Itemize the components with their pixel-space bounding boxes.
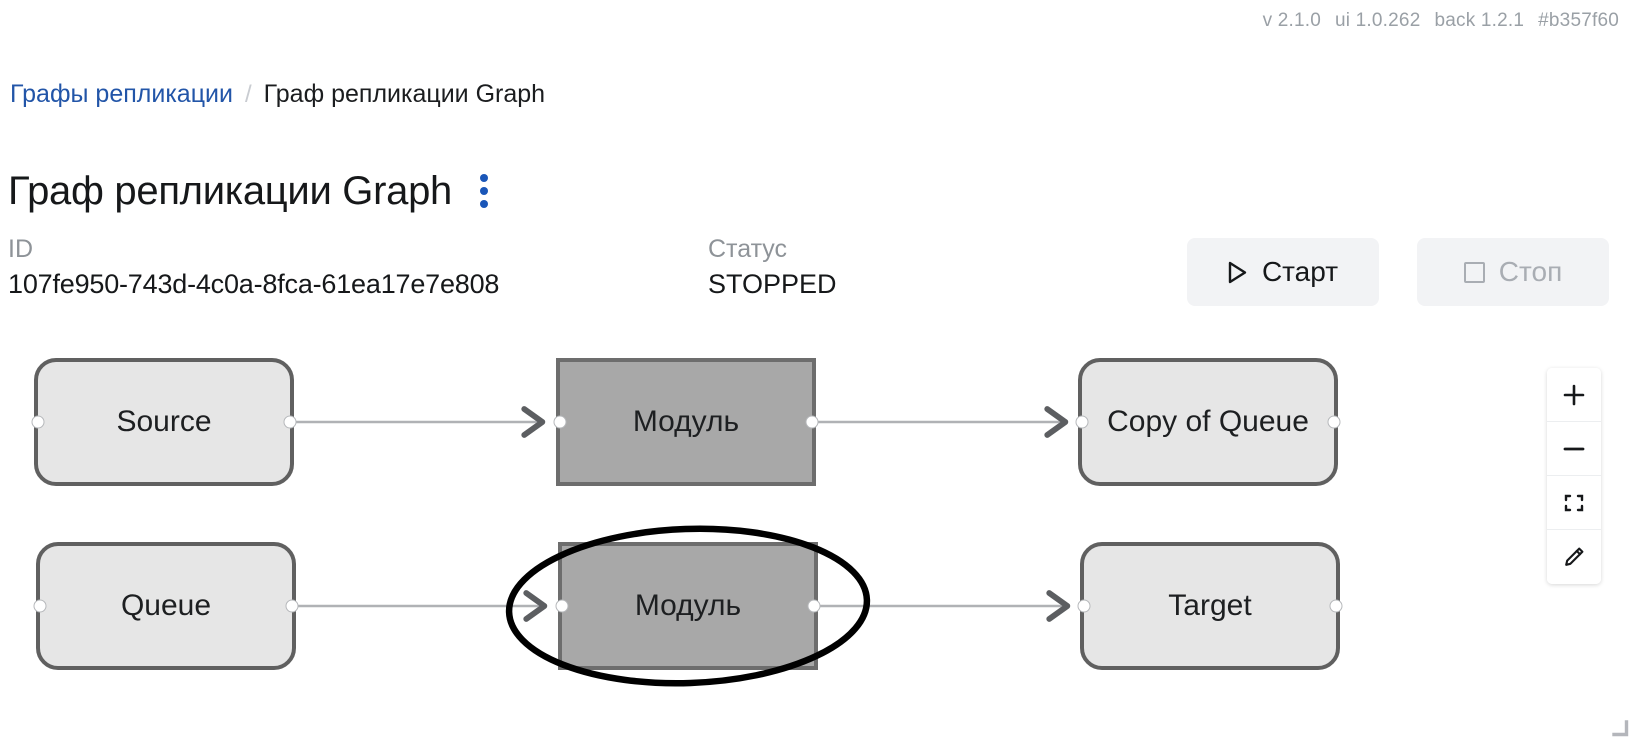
minus-icon [1562, 437, 1586, 461]
graph-canvas[interactable]: Source Модуль Copy of Queue Queue Модуль… [0, 330, 1637, 743]
kebab-menu-icon[interactable] [474, 170, 494, 212]
play-icon [1228, 261, 1248, 284]
graph-node-label: Модуль [632, 405, 740, 438]
stop-square-icon [1463, 261, 1485, 283]
back-version: back 1.2.1 [1434, 10, 1525, 31]
app-version: v 2.1.0 [1262, 10, 1321, 31]
edit-lock-button[interactable] [1547, 530, 1601, 584]
graph-node-module-bottom[interactable]: Модуль [555, 542, 821, 670]
node-handle-left[interactable] [1077, 599, 1091, 613]
kebab-dot [479, 200, 488, 209]
kebab-dot [479, 174, 488, 183]
status-label: Статус [708, 235, 788, 263]
node-handle-right[interactable] [285, 599, 299, 613]
breadcrumb-link-replication-graphs[interactable]: Графы репликации [10, 80, 233, 108]
graph-node-label: Source [116, 405, 212, 438]
node-handle-left[interactable] [553, 415, 567, 429]
graph-node-copy-of-queue[interactable]: Copy of Queue [1075, 358, 1341, 486]
page-title: Граф репликации Graph [8, 168, 452, 213]
meta-row: ID 107fe950-743d-4c0a-8fca-61ea17e7e808 … [8, 232, 837, 302]
fit-view-icon [1562, 491, 1586, 515]
node-handle-right[interactable] [805, 415, 819, 429]
id-label: ID [8, 235, 33, 263]
start-button-label: Старт [1261, 256, 1339, 287]
plus-icon [1562, 383, 1586, 407]
title-row: Граф репликации Graph [8, 142, 494, 241]
graph-node-label: Модуль [634, 589, 742, 622]
breadcrumb-separator: / [244, 81, 252, 108]
zoom-out-button[interactable] [1547, 422, 1601, 476]
node-handle-left[interactable] [31, 415, 45, 429]
meta-status-block: Статус STOPPED [708, 232, 837, 302]
breadcrumb-current: Граф репликации Graph [263, 80, 546, 108]
commit-hash: #b357f60 [1538, 10, 1619, 31]
graph-node-module-top[interactable]: Модуль [553, 358, 819, 486]
node-handle-left[interactable] [555, 599, 569, 613]
graph-node-label: Queue [120, 589, 212, 622]
graph-node-target[interactable]: Target [1077, 542, 1343, 670]
meta-id-block: ID 107fe950-743d-4c0a-8fca-61ea17e7e808 [8, 232, 708, 302]
zoom-in-button[interactable] [1547, 368, 1601, 422]
stop-button-label: Стоп [1498, 256, 1563, 287]
resize-corner-icon[interactable] [1612, 720, 1629, 737]
graph-controls-panel [1547, 368, 1601, 584]
stop-button[interactable]: Стоп [1417, 238, 1609, 306]
breadcrumb: Графы репликации / Граф репликации Graph [10, 80, 545, 109]
action-buttons: Старт Стоп [1187, 238, 1609, 306]
version-bar: v 2.1.0 ui 1.0.262 back 1.2.1 #b357f60 [1263, 10, 1619, 32]
status-badge: STOPPED [708, 269, 837, 299]
node-handle-left[interactable] [1075, 415, 1089, 429]
node-handle-right[interactable] [1327, 415, 1341, 429]
graph-node-source[interactable]: Source [31, 358, 297, 486]
node-handle-left[interactable] [33, 599, 47, 613]
graph-node-label: Target [1168, 589, 1252, 622]
node-handle-right[interactable] [807, 599, 821, 613]
fit-view-button[interactable] [1547, 476, 1601, 530]
start-button[interactable]: Старт [1187, 238, 1379, 306]
graph-node-queue[interactable]: Queue [33, 542, 299, 670]
id-value: 107fe950-743d-4c0a-8fca-61ea17e7e808 [8, 269, 500, 299]
ui-version: ui 1.0.262 [1335, 10, 1421, 31]
node-handle-right[interactable] [1329, 599, 1343, 613]
graph-node-label: Copy of Queue [1107, 405, 1309, 438]
node-handle-right[interactable] [283, 415, 297, 429]
pencil-icon [1562, 545, 1586, 569]
kebab-dot [479, 187, 488, 196]
